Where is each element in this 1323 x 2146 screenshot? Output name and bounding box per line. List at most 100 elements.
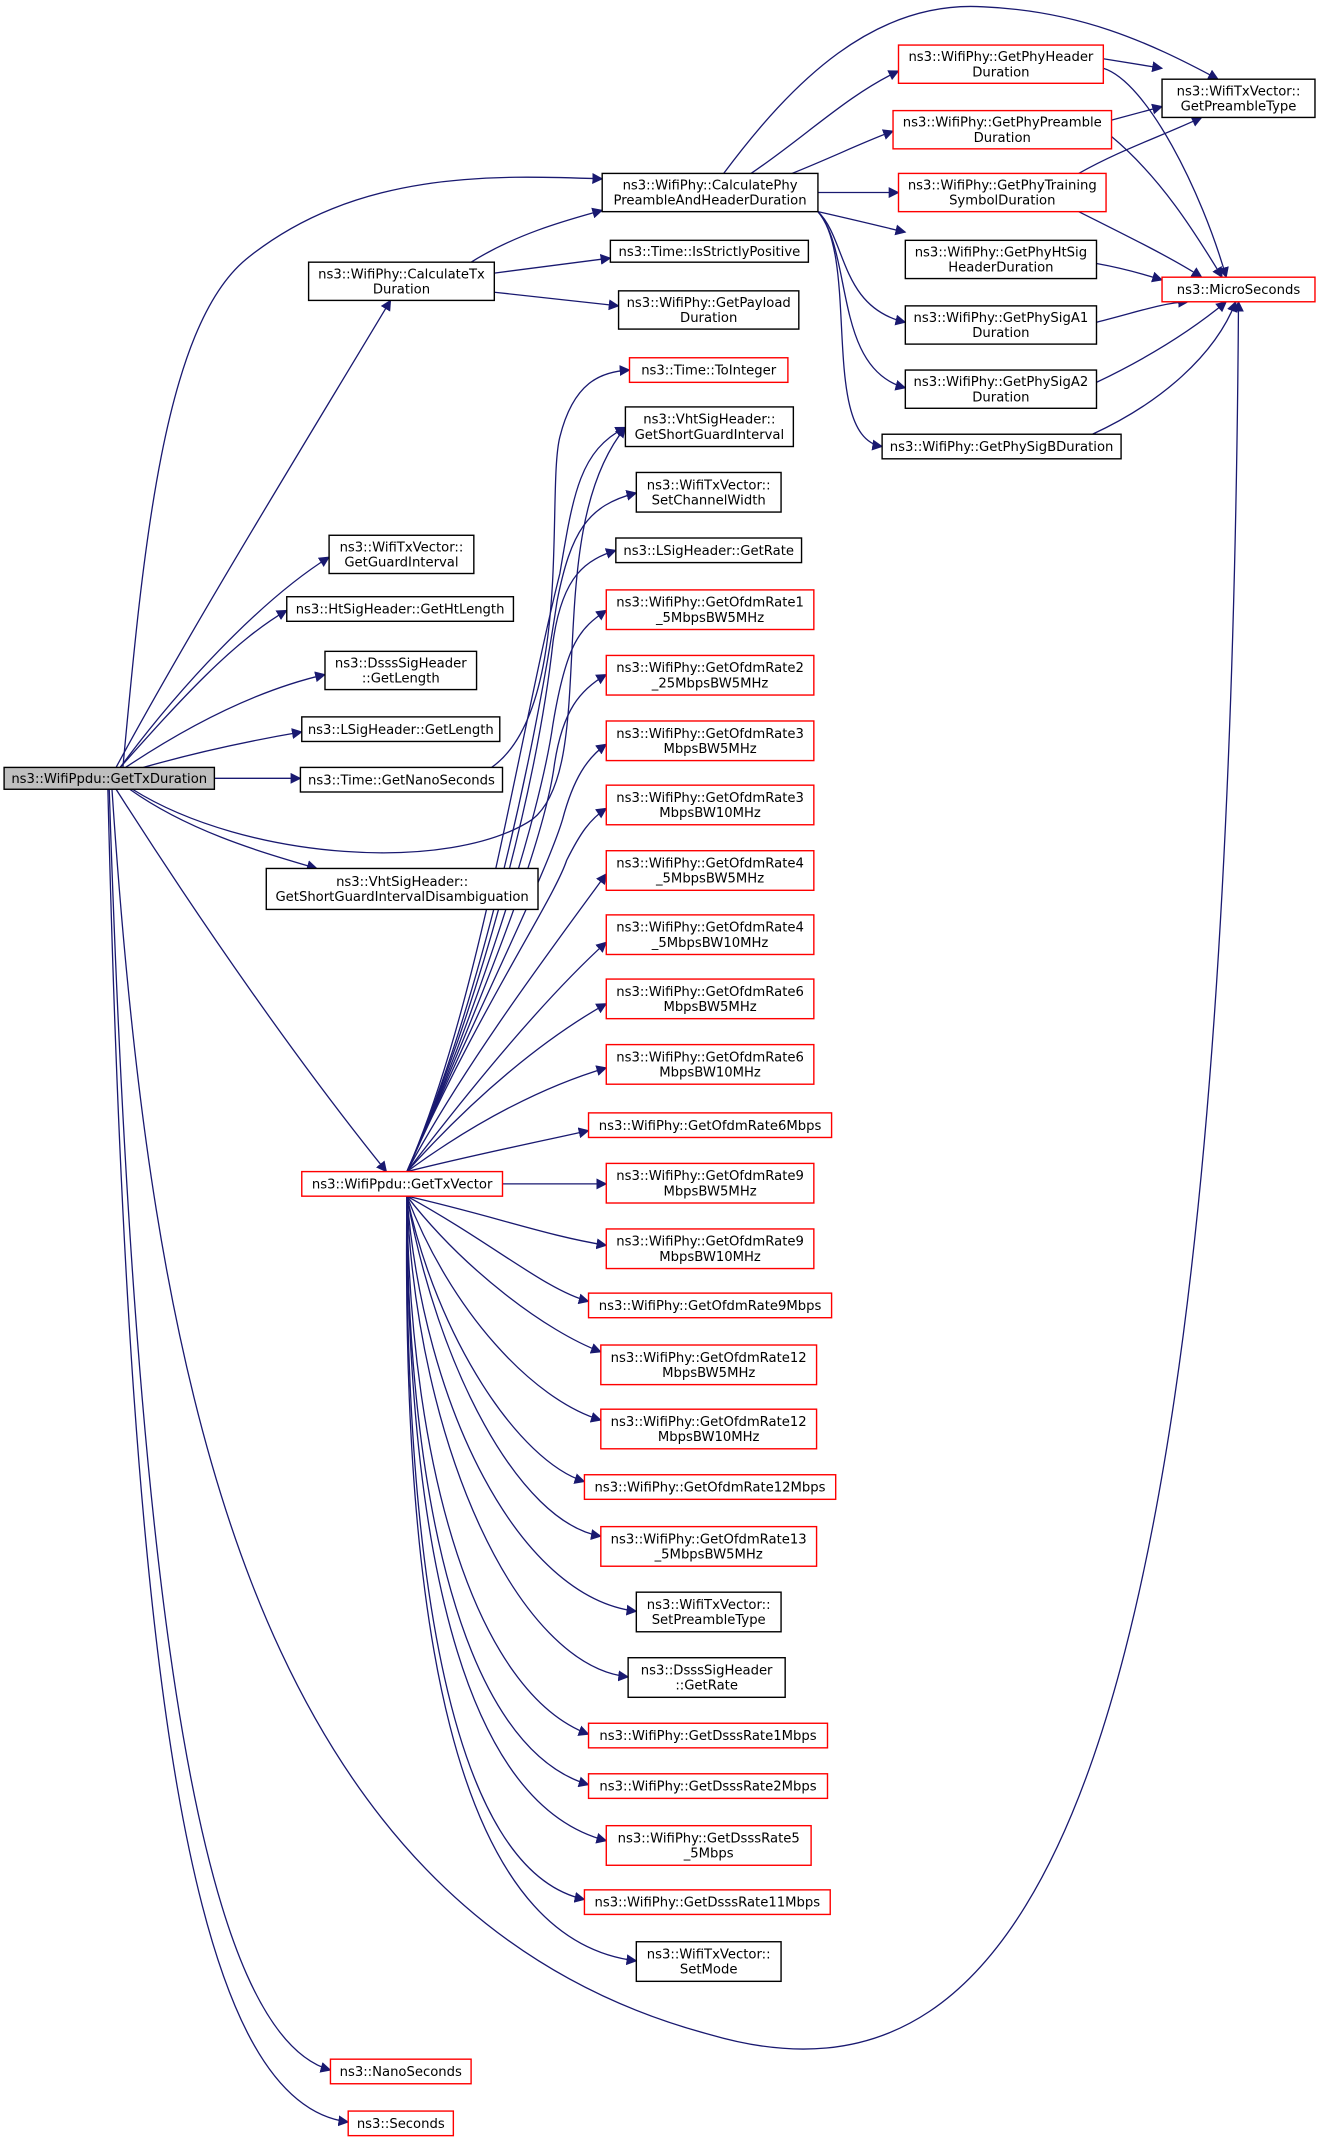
edge-gettxvec-to-d11 xyxy=(407,1196,586,1903)
node-r12[interactable]: ns3::WifiPhy::GetOfdmRate12Mbps xyxy=(583,1474,837,1501)
edge-root-to-getguard xyxy=(120,557,331,767)
edge-gettxvec-to-r2_25bw5 xyxy=(407,675,608,1172)
node-label-line: ns3::WifiPhy::GetPhyPreamble xyxy=(903,116,1102,131)
node-dssslen[interactable]: ns3::DsssSigHeader::GetLength xyxy=(324,650,478,691)
node-label-line: GetGuardInterval xyxy=(344,556,458,571)
edge-calcphy-to-phyheader xyxy=(751,71,900,173)
node-r13_5bw5[interactable]: ns3::WifiPhy::GetOfdmRate13_5MbpsBW5MHz xyxy=(600,1525,818,1567)
node-dsssrate[interactable]: ns3::DsssSigHeader::GetRate xyxy=(627,1657,786,1699)
node-r6[interactable]: ns3::WifiPhy::GetOfdmRate6Mbps xyxy=(587,1112,833,1139)
node-label-line: _25MbpsBW5MHz xyxy=(651,676,769,691)
node-tointeger[interactable]: ns3::Time::ToInteger xyxy=(628,357,789,384)
node-box-r1_5bw5 xyxy=(605,589,815,631)
edge-root-to-calctx xyxy=(116,299,390,767)
node-box-r4_5bw10 xyxy=(605,914,815,956)
node-box-vhtsgi xyxy=(624,406,795,448)
node-setmode[interactable]: ns3::WifiTxVector::SetMode xyxy=(635,1941,782,1983)
node-micro[interactable]: ns3::MicroSeconds xyxy=(1161,276,1316,303)
node-label-line: MbpsBW5MHz xyxy=(663,742,756,757)
node-box-r12bw5 xyxy=(600,1344,818,1386)
edge-phypreamble-to-pretype xyxy=(1112,103,1164,121)
edge-phyhtsig-to-micro xyxy=(1096,264,1164,283)
node-label-line: ns3::WifiPhy::GetPhySigA1 xyxy=(914,311,1089,326)
node-physigb[interactable]: ns3::WifiPhy::GetPhySigBDuration xyxy=(881,433,1122,460)
node-label-line: ns3::NanoSeconds xyxy=(340,2065,462,2080)
node-box-r9bw5 xyxy=(605,1162,815,1204)
node-r4_5bw5[interactable]: ns3::WifiPhy::GetOfdmRate4_5MbpsBW5MHz xyxy=(605,850,815,892)
node-label-line: ns3::WifiPhy::GetOfdmRate12Mbps xyxy=(595,1481,826,1496)
node-box-micro xyxy=(1161,276,1316,303)
node-getnano[interactable]: ns3::Time::GetNanoSeconds xyxy=(299,766,504,793)
node-setpre[interactable]: ns3::WifiTxVector::SetPreambleType xyxy=(635,1591,782,1633)
node-gettxvec[interactable]: ns3::WifiPpdu::GetTxVector xyxy=(301,1170,504,1197)
node-root[interactable]: ns3::WifiPpdu::GetTxDuration xyxy=(3,766,216,790)
node-setchw[interactable]: ns3::WifiTxVector::SetChannelWidth xyxy=(635,471,782,513)
node-box-root xyxy=(3,766,216,790)
edge-gettxvec-to-lsigrate xyxy=(407,548,617,1171)
node-label-line: _5MbpsBW10MHz xyxy=(651,936,769,951)
edge-gettxvec-to-r9bw10 xyxy=(407,1196,608,1250)
node-vhtsgi[interactable]: ns3::VhtSigHeader::GetShortGuardInterval xyxy=(624,406,795,448)
node-box-d2 xyxy=(587,1773,829,1800)
node-label-line: SetChannelWidth xyxy=(652,493,766,508)
node-isstrict[interactable]: ns3::Time::IsStrictlyPositive xyxy=(609,239,810,263)
node-d1[interactable]: ns3::WifiPhy::GetDsssRate1Mbps xyxy=(587,1722,829,1749)
node-label-line: MbpsBW5MHz xyxy=(663,1000,756,1015)
node-htlen[interactable]: ns3::HtSigHeader::GetHtLength xyxy=(286,596,515,623)
node-label-line: ns3::WifiPhy::GetOfdmRate13 xyxy=(611,1532,807,1547)
node-box-seconds xyxy=(347,2110,455,2137)
node-seconds[interactable]: ns3::Seconds xyxy=(347,2110,455,2137)
node-label-line: ns3::DsssSigHeader xyxy=(641,1664,773,1679)
node-nanosec[interactable]: ns3::NanoSeconds xyxy=(329,2058,472,2085)
node-box-setchw xyxy=(635,471,782,513)
node-label-line: ns3::WifiPhy::CalculatePhy xyxy=(623,179,798,194)
node-d2[interactable]: ns3::WifiPhy::GetDsssRate2Mbps xyxy=(587,1773,829,1800)
node-calcphy[interactable]: ns3::WifiPhy::CalculatePhyPreambleAndHea… xyxy=(601,172,819,213)
node-r4_5bw10[interactable]: ns3::WifiPhy::GetOfdmRate4_5MbpsBW10MHz xyxy=(605,914,815,956)
node-lsigrate[interactable]: ns3::LSigHeader::GetRate xyxy=(615,537,803,564)
node-box-r9 xyxy=(587,1292,833,1319)
node-r2_25bw5[interactable]: ns3::WifiPhy::GetOfdmRate2_25MbpsBW5MHz xyxy=(605,654,815,696)
node-d11[interactable]: ns3::WifiPhy::GetDsssRate11Mbps xyxy=(583,1889,831,1916)
node-label-line: HeaderDuration xyxy=(948,261,1053,276)
node-d5_5[interactable]: ns3::WifiPhy::GetDsssRate5_5Mbps xyxy=(605,1824,812,1866)
node-label-line: Duration xyxy=(373,282,430,297)
node-label-line: ns3::WifiPhy::GetOfdmRate9 xyxy=(616,1169,804,1184)
node-vhtdisamb[interactable]: ns3::VhtSigHeader::GetShortGuardInterval… xyxy=(265,867,539,911)
node-label-line: MbpsBW10MHz xyxy=(659,806,761,821)
node-label-line: ns3::WifiPhy::GetPhyHeader xyxy=(908,50,1093,65)
node-getguard[interactable]: ns3::WifiTxVector::GetGuardInterval xyxy=(328,534,475,575)
node-label-line: ns3::WifiTxVector:: xyxy=(1177,84,1301,99)
node-box-r6bw5 xyxy=(605,978,815,1020)
node-r9[interactable]: ns3::WifiPhy::GetOfdmRate9Mbps xyxy=(587,1292,833,1319)
node-box-gettxvec xyxy=(301,1170,504,1197)
edge-gettxvec-to-setmode xyxy=(407,1196,638,1966)
node-r1_5bw5[interactable]: ns3::WifiPhy::GetOfdmRate1_5MbpsBW5MHz xyxy=(605,589,815,631)
node-phytraining[interactable]: ns3::WifiPhy::GetPhyTrainingSymbolDurati… xyxy=(897,172,1107,213)
edge-calcphy-to-phypreamble xyxy=(792,129,895,173)
edge-gettxvec-to-r12 xyxy=(407,1196,586,1484)
node-box-r6 xyxy=(587,1112,833,1139)
node-box-d1 xyxy=(587,1722,829,1749)
node-label-line: ns3::WifiPhy::GetDsssRate5 xyxy=(618,1831,800,1846)
node-label-line: MbpsBW10MHz xyxy=(659,1250,761,1265)
edge-gettxvec-to-setpre xyxy=(407,1196,638,1616)
node-box-calcphy xyxy=(601,172,819,213)
node-pretype[interactable]: ns3::WifiTxVector::GetPreambleType xyxy=(1161,78,1316,119)
node-lsiglen[interactable]: ns3::LSigHeader::GetLength xyxy=(301,716,501,743)
